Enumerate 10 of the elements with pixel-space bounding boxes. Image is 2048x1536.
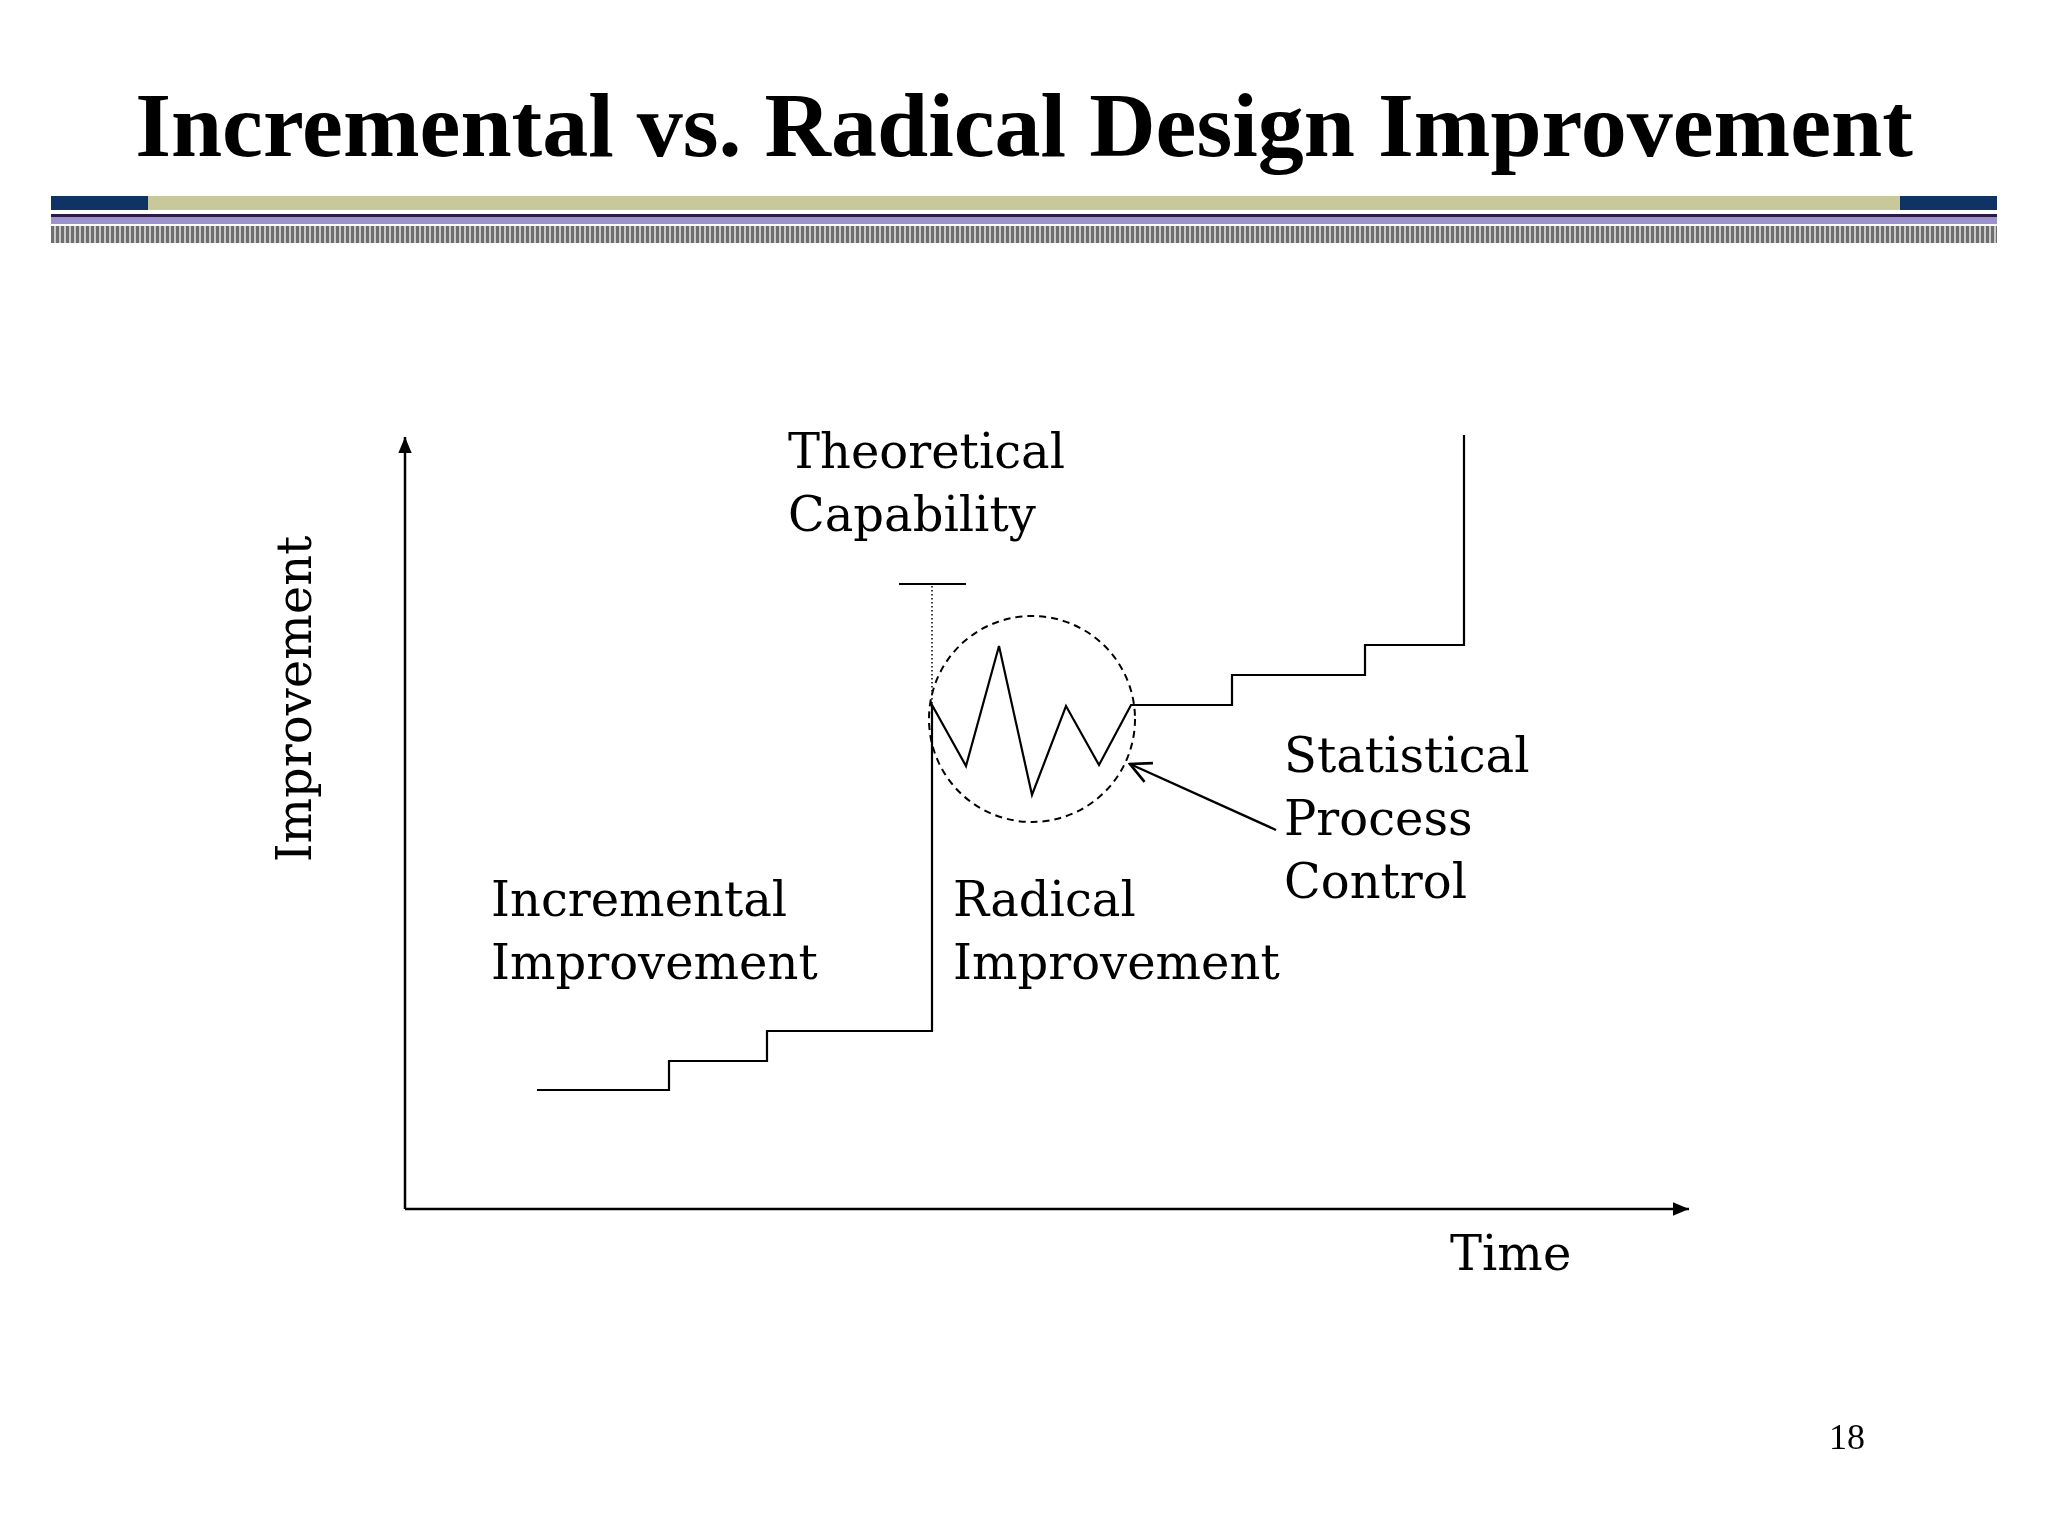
page-number: 18 xyxy=(1829,1416,1865,1459)
callout-label: Statistical Process Control xyxy=(1284,724,1530,913)
dashed-circle xyxy=(927,614,1137,824)
annotation-label: Incremental Improvement xyxy=(491,870,818,992)
leader-arrow xyxy=(1128,761,1277,832)
axis-label: Improvement xyxy=(266,535,322,863)
slide-title: Incremental vs. Radical Design Improvement xyxy=(135,73,1913,178)
axis-label: Time xyxy=(1450,1224,1572,1283)
annotation-label: Theoretical Capability xyxy=(788,422,1066,544)
annotation-label: Radical Improvement xyxy=(953,870,1280,992)
